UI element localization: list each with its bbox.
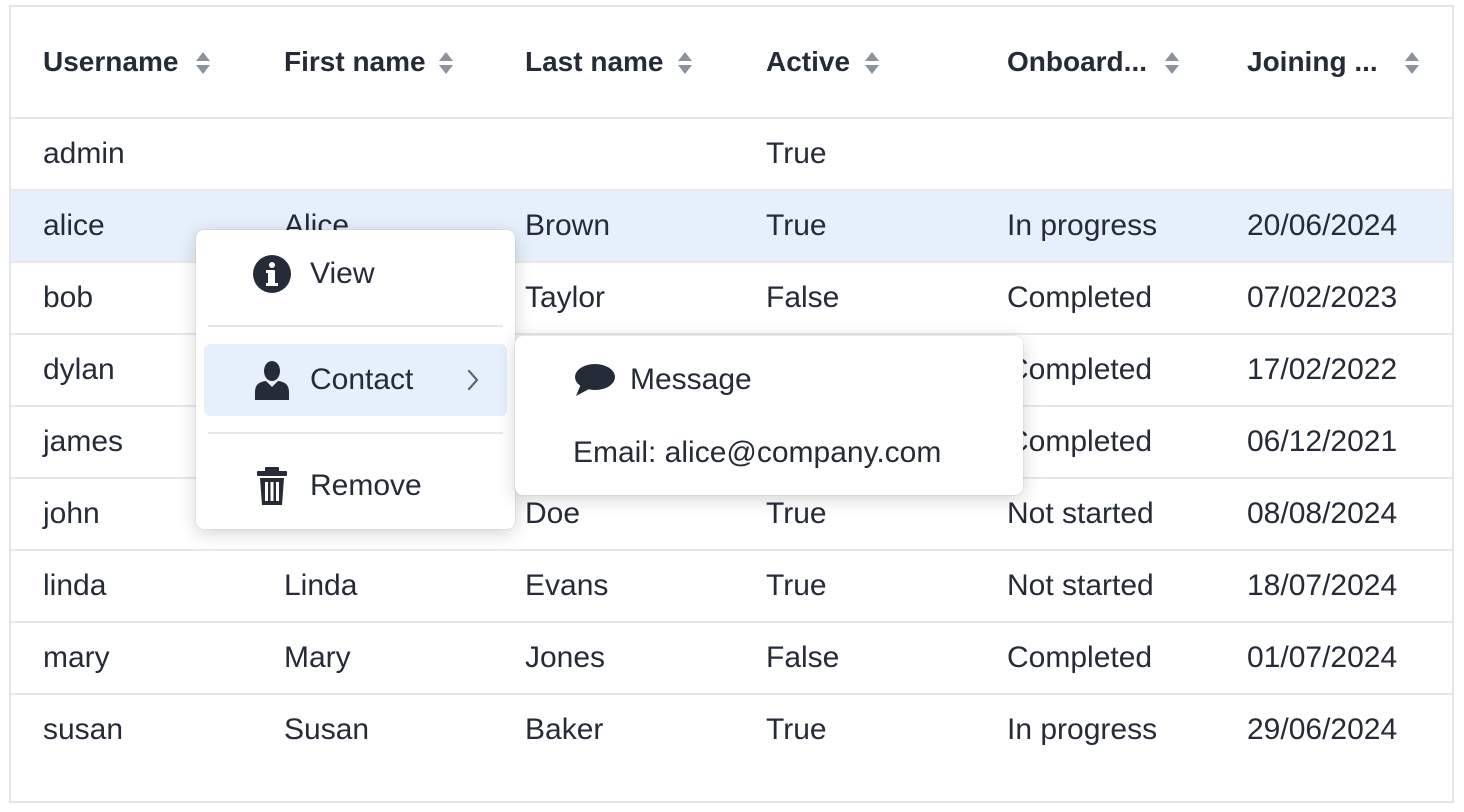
table-row[interactable]: bob Taylor False Completed 07/02/2023 xyxy=(11,263,1452,335)
menu-item-label: Contact xyxy=(310,363,414,396)
column-header-onboarding[interactable]: Onboard... xyxy=(1007,7,1147,117)
submenu-item-label: Message xyxy=(630,363,752,396)
column-header-label: First name xyxy=(284,46,426,77)
submenu-item-message[interactable]: Message xyxy=(523,344,1015,416)
cell-username: linda xyxy=(43,569,107,602)
cell-joining: 17/02/2022 xyxy=(1247,353,1398,386)
cell-active: True xyxy=(766,569,827,602)
cell-onboarding: Not started xyxy=(1007,497,1154,530)
menu-divider xyxy=(208,432,503,434)
menu-item-contact[interactable]: Contact xyxy=(204,344,507,416)
column-header-label: Joining ... xyxy=(1247,46,1378,77)
info-circle-icon xyxy=(253,255,291,293)
sort-icon[interactable] xyxy=(864,51,880,75)
cell-last-name: Taylor xyxy=(525,281,606,314)
cell-last-name: Jones xyxy=(525,641,606,674)
cell-last-name: Baker xyxy=(525,713,604,746)
speech-bubble-icon xyxy=(575,364,615,396)
sort-icon[interactable] xyxy=(677,51,693,75)
context-menu: View Contact Remove xyxy=(196,230,515,529)
cell-joining: 07/02/2023 xyxy=(1247,281,1398,314)
menu-item-label: View xyxy=(310,257,375,290)
cell-active: True xyxy=(766,497,827,530)
user-icon xyxy=(255,361,289,400)
cell-onboarding: Not started xyxy=(1007,569,1154,602)
cell-active: False xyxy=(766,281,840,314)
column-header-username[interactable]: Username xyxy=(43,7,178,117)
cell-username: dylan xyxy=(43,353,115,386)
cell-last-name: Brown xyxy=(525,209,611,242)
cell-joining: 29/06/2024 xyxy=(1247,713,1398,746)
table-row[interactable]: mary Mary Jones False Completed 01/07/20… xyxy=(11,623,1452,695)
sort-icon[interactable] xyxy=(1164,51,1180,75)
trash-icon xyxy=(257,467,287,505)
cell-username: alice xyxy=(43,209,105,242)
sort-icon[interactable] xyxy=(1404,51,1420,75)
cell-username: mary xyxy=(43,641,110,674)
column-header-label: Last name xyxy=(525,46,664,77)
menu-item-view[interactable]: View xyxy=(204,238,507,310)
cell-username: james xyxy=(43,425,124,458)
cell-joining: 01/07/2024 xyxy=(1247,641,1398,674)
email-label: Email: alice@company.com xyxy=(573,436,942,469)
cell-username: bob xyxy=(43,281,94,314)
contact-submenu: Message Email: alice@company.com xyxy=(515,336,1023,495)
cell-onboarding: In progress xyxy=(1007,713,1158,746)
chevron-right-icon xyxy=(467,369,479,391)
cell-onboarding: Completed xyxy=(1007,425,1153,458)
cell-onboarding: In progress xyxy=(1007,209,1158,242)
cell-first-name: Mary xyxy=(284,641,351,674)
sort-icon[interactable] xyxy=(438,51,454,75)
grid-header: Username First name Last name Active Onb… xyxy=(11,7,1452,119)
column-header-joining[interactable]: Joining ... xyxy=(1247,7,1378,117)
cell-username: susan xyxy=(43,713,124,746)
column-header-active[interactable]: Active xyxy=(766,7,850,117)
column-header-label: Username xyxy=(43,46,179,77)
cell-first-name: Linda xyxy=(284,569,358,602)
cell-onboarding: Completed xyxy=(1007,281,1153,314)
cell-last-name: Doe xyxy=(525,497,581,530)
submenu-item-email[interactable]: Email: alice@company.com xyxy=(523,417,1015,489)
cell-active: True xyxy=(766,713,827,746)
menu-item-remove[interactable]: Remove xyxy=(204,450,507,522)
sort-icon[interactable] xyxy=(195,51,211,75)
column-header-label: Onboard... xyxy=(1007,46,1147,77)
table-row[interactable]: linda Linda Evans True Not started 18/07… xyxy=(11,551,1452,623)
cell-onboarding: Completed xyxy=(1007,641,1153,674)
cell-onboarding: Completed xyxy=(1007,353,1153,386)
cell-joining: 08/08/2024 xyxy=(1247,497,1398,530)
table-row[interactable]: susan Susan Baker True In progress 29/06… xyxy=(11,695,1452,767)
column-header-first-name[interactable]: First name xyxy=(284,7,426,117)
cell-joining: 20/06/2024 xyxy=(1247,209,1398,242)
cell-joining: 18/07/2024 xyxy=(1247,569,1398,602)
cell-active: False xyxy=(766,641,840,674)
cell-joining: 06/12/2021 xyxy=(1247,425,1398,458)
menu-divider xyxy=(208,325,503,327)
cell-active: True xyxy=(766,209,827,242)
menu-item-label: Remove xyxy=(310,469,422,502)
cell-username: admin xyxy=(43,137,125,170)
column-header-last-name[interactable]: Last name xyxy=(525,7,664,117)
cell-username: john xyxy=(43,497,100,530)
column-header-label: Active xyxy=(766,46,851,77)
table-row[interactable]: john Doe True Not started 08/08/2024 xyxy=(11,479,1452,551)
cell-first-name: Susan xyxy=(284,713,370,746)
table-row[interactable]: admin True xyxy=(11,119,1452,191)
cell-last-name: Evans xyxy=(525,569,609,602)
cell-active: True xyxy=(766,137,827,170)
